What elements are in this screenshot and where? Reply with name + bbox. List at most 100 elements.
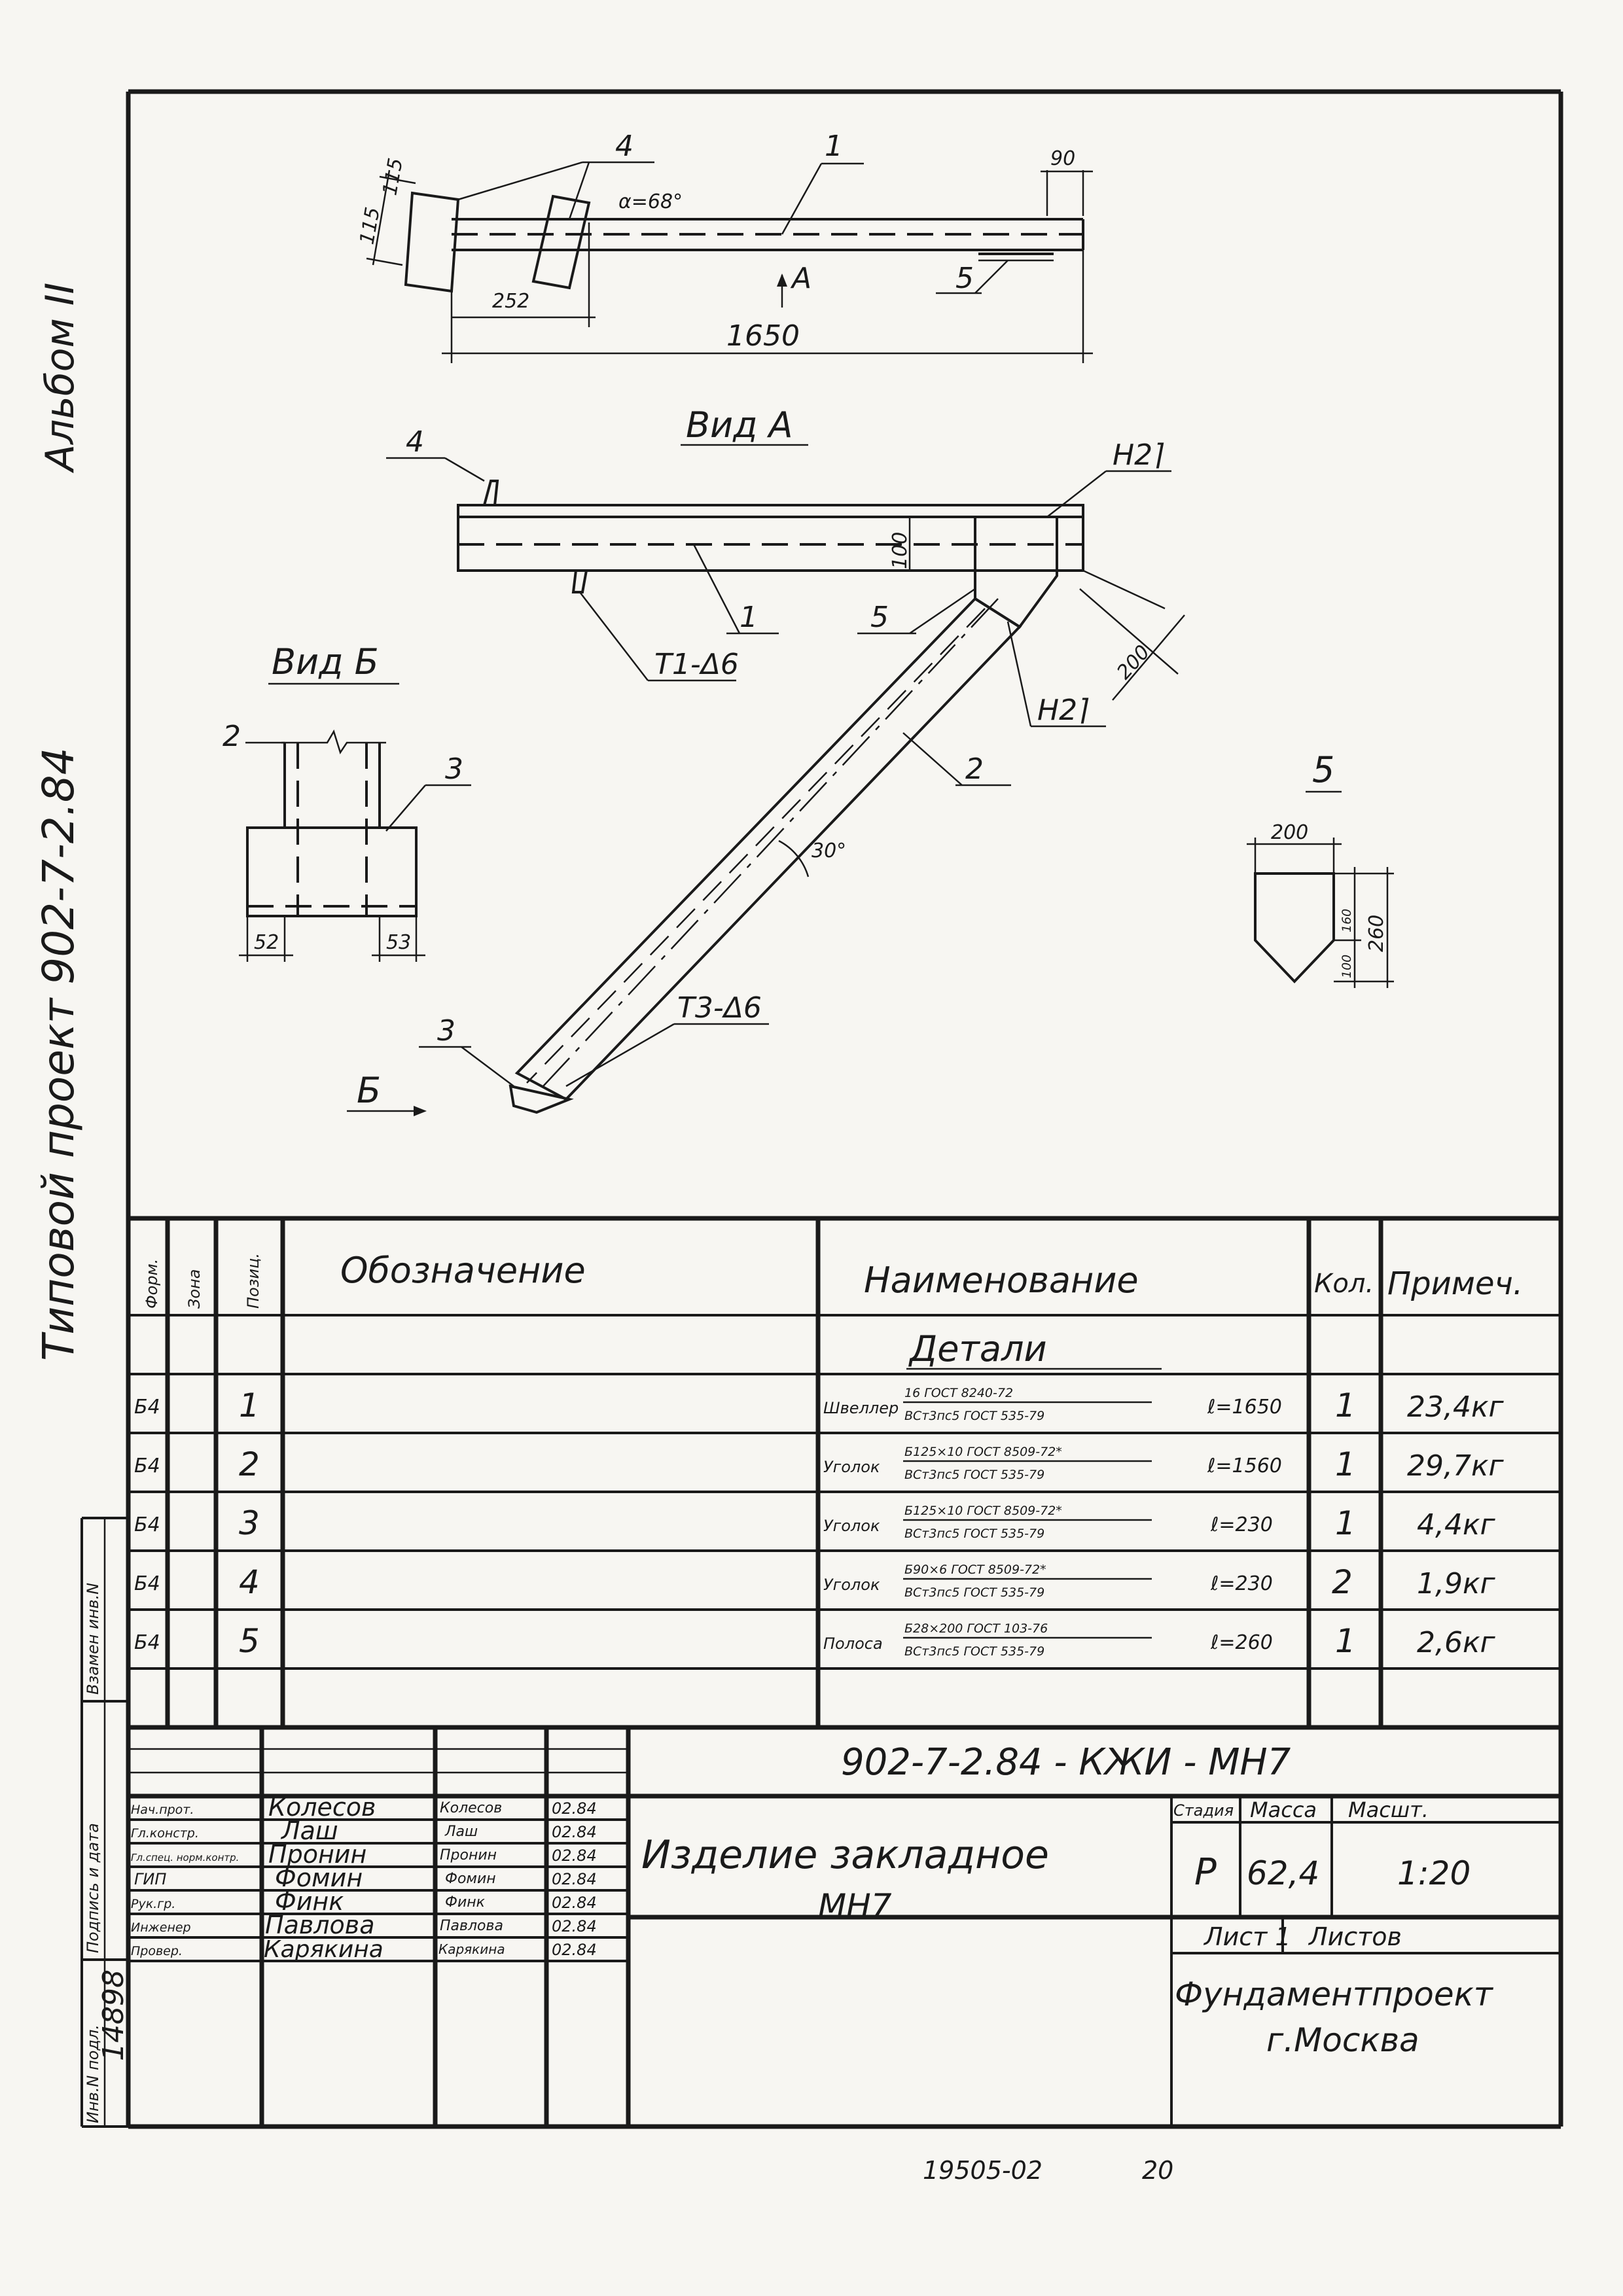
spec-head-zone: Зона [185,1269,204,1309]
footer-page: 20 [1142,2156,1173,2185]
sheet-number: Лист 1 [1203,1922,1291,1951]
spec-row-length: ℓ=230 [1210,1513,1273,1536]
view-b-dim-52: 52 [254,931,279,954]
spec-row-pos: 3 [239,1504,260,1542]
staff-name: Карякина [264,1936,383,1963]
spec-row-top: Б125×10 ГОСТ 8509-72* [904,1445,1062,1459]
view-a-angle-30: 30° [812,839,846,862]
staff-row: Провер. Карякина Карякина 02.84 [131,1936,597,1963]
spec-row-qty: 1 [1335,1504,1356,1542]
top-dim-1650: 1650 [726,319,800,353]
side-project-title: Типовой проект 902-7-2.84 [33,747,84,1361]
spec-head-designation: Обозначение [340,1250,586,1291]
spec-row-top: Б90×6 ГОСТ 8509-72* [904,1563,1046,1577]
side-label-replace: Взамен инв.N [84,1583,102,1695]
side-label-inv: Инв.N подл. [84,2024,102,2123]
staff-date: 02.84 [552,1823,597,1841]
spec-head-name: Наименование [864,1260,1139,1301]
spec-head-format: Форм. [143,1259,161,1309]
staff-signature: Пронин [440,1847,497,1863]
spec-head-pos: Позиц. [244,1253,262,1309]
view-a-pos-4: 4 [406,425,424,459]
staff-signature: Карякина [438,1941,505,1957]
view-a-dim-100: 100 [889,532,912,569]
side-label-sign: Подпись и дата [84,1823,102,1953]
spec-row-top: Б125×10 ГОСТ 8509-72* [904,1504,1062,1518]
spec-table: Форм. Зона Позиц. Обозначение Наименован… [128,1218,1561,1727]
spec-row: Б4 3 Уголок Б125×10 ГОСТ 8509-72* ВСт3пс… [134,1504,1496,1542]
spec-row-qty: 1 [1335,1622,1356,1660]
view-b-pos-3: 3 [445,752,463,786]
staff-date: 02.84 [552,1894,597,1912]
side-album-title: Альбом II [37,283,83,474]
top-pos-4: 4 [615,130,633,163]
spec-row: Б4 1 Швеллер 16 ГОСТ 8240-72 ВСт3пс5 ГОС… [134,1386,1505,1424]
staff-date: 02.84 [552,1870,597,1888]
staff-date: 02.84 [552,1917,597,1935]
view-a-weld-t3: Т3-Δ6 [677,991,762,1025]
spec-row-bottom: ВСт3пс5 ГОСТ 535-79 [904,1585,1044,1600]
staff-date: 02.84 [552,1846,597,1865]
spec-row-top: Б28×200 ГОСТ 103-76 [904,1621,1048,1636]
view-a-weld-t1: Т1-Δ6 [654,648,739,681]
mass-label: Масса [1250,1797,1317,1822]
spec-row-qty: 2 [1332,1563,1353,1601]
spec-row: Б4 5 Полоса Б28×200 ГОСТ 103-76 ВСт3пс5 … [134,1621,1496,1660]
staff-row: Нач.прот. Колесов Колесов 02.84 [131,1793,597,1822]
spec-row-bottom: ВСт3пс5 ГОСТ 535-79 [904,1527,1044,1541]
top-dim-252: 252 [492,290,529,313]
organization-name: Фундаментпроект [1175,1975,1494,2013]
staff-name: Павлова [265,1911,374,1939]
spec-row-qty: 1 [1335,1386,1356,1424]
view-b: Вид Б 2 3 52 53 [223,641,471,962]
view-b-pos-2: 2 [223,720,241,753]
spec-row-qty: 1 [1335,1445,1356,1483]
staff-role: Инженер [131,1920,191,1935]
staff-role: Рук.гр. [131,1897,175,1911]
spec-row-pos: 4 [239,1563,260,1601]
organization-city: г.Москва [1266,2021,1419,2059]
view-b-title: Вид Б [272,641,379,682]
staff-name: Колесов [268,1793,376,1822]
frame [126,89,1563,2129]
sheets-total: Листов [1308,1922,1402,1951]
spec-row-bottom: ВСт3пс5 ГОСТ 535-79 [904,1409,1044,1423]
detail-5-dim-100: 100 [1340,955,1354,978]
spec-row-note: 2,6кг [1417,1626,1496,1659]
spec-head-note: Примеч. [1387,1265,1523,1302]
staff-date: 02.84 [552,1799,597,1818]
product-mark: МН7 [818,1887,892,1925]
detail-5-dim-200: 200 [1271,821,1308,844]
spec-row-format: Б4 [134,1396,160,1419]
view-a: Вид А 4 1 Т1-Δ6 5 Н2⌉ Н2⌉ 2 100 [347,404,1185,1116]
spec-row-bottom: ВСт3пс5 ГОСТ 535-79 [904,1644,1044,1659]
view-b-dim-53: 53 [386,931,411,954]
spec-row-kind: Швеллер [823,1399,899,1417]
staff-row: Гл.констр. Лаш Лаш 02.84 [131,1816,597,1845]
spec-row-bottom: ВСт3пс5 ГОСТ 535-79 [904,1468,1044,1482]
staff-name: Пронин [268,1840,366,1869]
detail-5-label: 5 [1312,749,1334,790]
staff-date: 02.84 [552,1941,597,1959]
spec-row-length: ℓ=260 [1210,1631,1273,1654]
spec-row-length: ℓ=230 [1210,1572,1273,1595]
spec-row-note: 23,4кг [1407,1390,1505,1424]
top-pos-1: 1 [825,130,843,163]
top-dim-115-b: 115 [378,156,407,197]
top-arrow-a: A [790,262,812,295]
stage-label: Стадия [1173,1801,1234,1820]
scale-value: 1:20 [1397,1854,1471,1892]
spec-row: Б4 4 Уголок Б90×6 ГОСТ 8509-72* ВСт3пс5 … [134,1563,1496,1601]
spec-row: Б4 2 Уголок Б125×10 ГОСТ 8509-72* ВСт3пс… [134,1445,1505,1483]
spec-row-format: Б4 [134,1513,160,1536]
staff-role: Нач.прот. [131,1803,194,1817]
title-block: 902-7-2.84 - КЖИ - МН7 Изделие закладное… [128,1725,1561,2127]
spec-section-details: Детали [908,1328,1047,1369]
spec-row-format: Б4 [134,1631,160,1654]
spec-row-kind: Полоса [823,1634,883,1653]
staff-row: Гл.спец. норм.контр. Пронин Пронин 02.84 [131,1840,597,1869]
spec-row-format: Б4 [134,1455,160,1477]
spec-row-note: 1,9кг [1417,1567,1496,1600]
staff-name: Фомин [275,1863,363,1892]
